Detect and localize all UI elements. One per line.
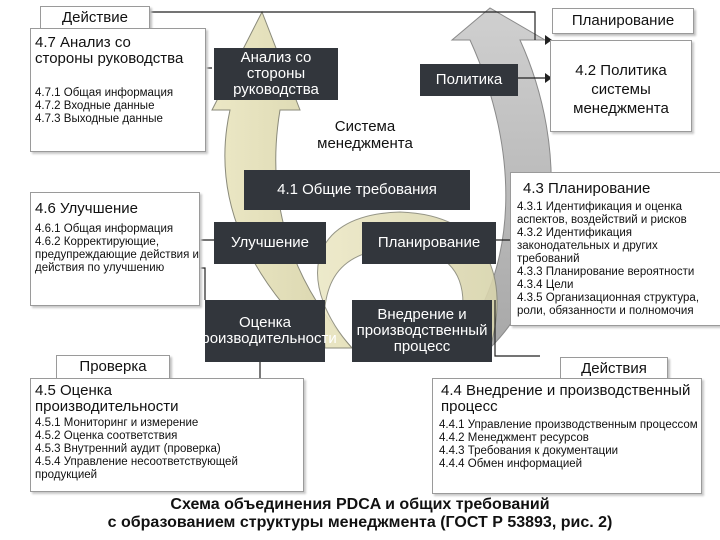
list-item: 4.3.3 Планирование вероятности: [517, 266, 695, 278]
box-45-title: 4.5 Оценка производительности: [35, 382, 179, 415]
list-item: 4.3.1 Идентификация и оценка аспектов, в…: [517, 201, 687, 226]
caption: Схема объединения PDCA и общих требовани…: [0, 496, 720, 532]
center-improvement: Улучшение: [214, 222, 326, 264]
box-44-items: 4.4.1 Управление производственным процес…: [439, 419, 699, 471]
box-45-items: 4.5.1 Мониторинг и измерение 4.5.2 Оценк…: [35, 417, 301, 482]
list-item: 4.4.3 Требования к документации: [439, 445, 619, 457]
caption-line-2: с образованием структуры менеджмента (ГО…: [107, 514, 613, 531]
box-46-items: 4.6.1 Общая информация 4.6.2 Корректирую…: [35, 223, 199, 275]
list-item: 4.6.1 Общая информация: [35, 223, 174, 235]
box-management-review: 4.7 Анализ со стороны руководства 4.7.1 …: [30, 28, 206, 152]
list-item: 4.3.5 Организационная структура, роли, о…: [517, 292, 700, 317]
tag-plan: Планирование: [552, 8, 694, 34]
center-management-system-label: Система менеджмента: [317, 118, 413, 152]
box-44-title: 4.4 Внедрение и производственный процесс: [441, 382, 691, 415]
list-item: 4.5.4 Управление несоответствующей проду…: [35, 456, 238, 481]
list-item: 4.4.2 Менеджмент ресурсов: [439, 432, 589, 444]
center-general-requirements: 4.1 Общие требования: [244, 170, 470, 210]
box-47-items: 4.7.1 Общая информация 4.7.2 Входные дан…: [35, 87, 205, 126]
box-43-items: 4.3.1 Идентификация и оценка аспектов, в…: [517, 201, 720, 318]
tag-check: Проверка: [56, 355, 170, 379]
box-47-title: 4.7 Анализ со стороны руководства: [35, 34, 184, 67]
box-performance-evaluation: 4.5 Оценка производительности 4.5.1 Мони…: [30, 378, 304, 492]
list-item: 4.4.4 Обмен информацией: [439, 458, 583, 470]
list-item: 4.6.2 Корректирующие, предупреждающие де…: [35, 236, 199, 274]
list-item: 4.7.2 Входные данные: [35, 100, 155, 112]
list-item: 4.7.1 Общая информация: [35, 87, 174, 99]
list-item: 4.5.2 Оценка соответствия: [35, 430, 178, 442]
box-policy: 4.2 Политика системы менеджмента: [550, 40, 692, 132]
list-item: 4.7.3 Выходные данные: [35, 113, 163, 125]
center-planning: Планирование: [362, 222, 496, 264]
list-item: 4.5.3 Внутренний аудит (проверка): [35, 443, 221, 455]
box-43-title: 4.3 Планирование: [523, 180, 651, 197]
center-policy: Политика: [420, 64, 518, 96]
caption-line-1: Схема объединения PDCA и общих требовани…: [170, 496, 550, 513]
box-46-title: 4.6 Улучшение: [35, 200, 138, 217]
tag-act: Действие: [40, 6, 150, 30]
center-implementation: Внедрение и производственный процесс: [352, 300, 492, 362]
center-evaluation: Оценка производительности: [193, 300, 337, 362]
center-management-review: Анализ со стороны руководства: [214, 48, 338, 100]
list-item: 4.4.1 Управление производственным процес…: [439, 419, 698, 431]
box-improvement: 4.6 Улучшение 4.6.1 Общая информация 4.6…: [30, 192, 200, 306]
box-42-title: 4.2 Политика системы менеджмента: [573, 62, 669, 117]
list-item: 4.5.1 Мониторинг и измерение: [35, 417, 199, 429]
box-planning: 4.3 Планирование 4.3.1 Идентификация и о…: [510, 172, 720, 326]
list-item: 4.3.2 Идентификация законодательных и др…: [517, 227, 658, 265]
list-item: 4.3.4 Цели: [517, 279, 574, 291]
box-implementation: 4.4 Внедрение и производственный процесс…: [432, 378, 702, 494]
